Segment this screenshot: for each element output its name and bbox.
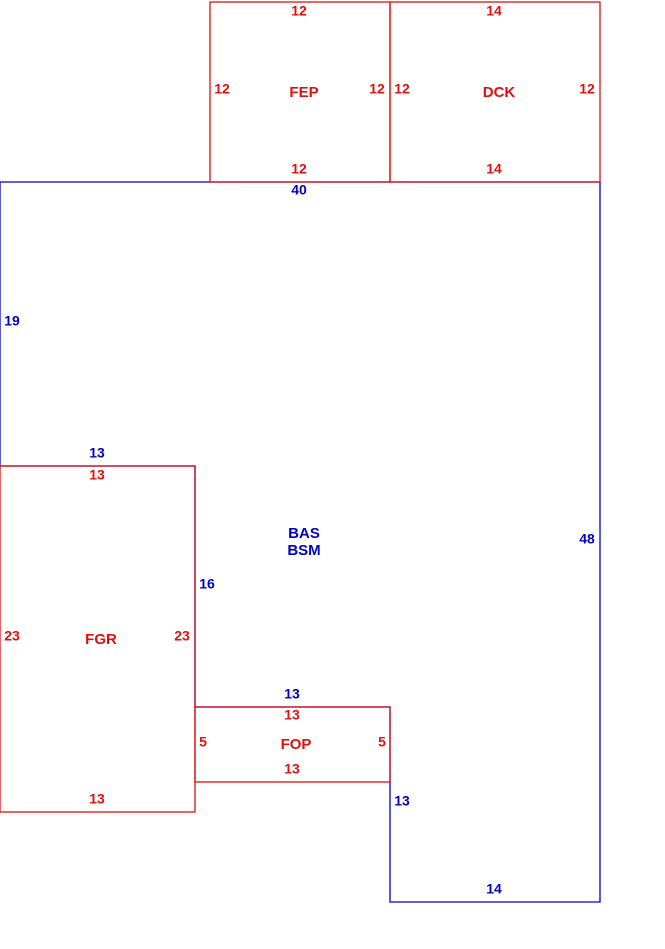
bas-fgr-right-dimension: 16 <box>199 576 215 592</box>
fop-outline <box>194 706 391 783</box>
fgr-outline <box>0 465 196 813</box>
dck-outline <box>389 1 601 183</box>
bas-top-dimension: 40 <box>291 182 307 198</box>
fep-left-dimension: 12 <box>214 81 230 97</box>
bas-fop-top-dimension: 13 <box>284 686 300 702</box>
fop-top-dimension: 13 <box>284 707 300 723</box>
dck-left-dimension: 12 <box>394 81 410 97</box>
bas-right-dimension: 48 <box>579 531 595 547</box>
fop-left-dimension: 5 <box>199 734 207 750</box>
fep-area-label: FEP <box>289 84 318 101</box>
fgr-left-dimension: 23 <box>4 628 20 644</box>
fop-right-dimension: 5 <box>378 734 386 750</box>
bas-area-label: BAS <box>288 525 320 542</box>
bsm-area-label: BSM <box>287 542 320 559</box>
dck-area-label: DCK <box>483 84 516 101</box>
fgr-bottom-dimension: 13 <box>89 791 105 807</box>
fep-bottom-dimension: 12 <box>291 161 307 177</box>
dck-top-dimension: 14 <box>486 3 502 19</box>
bas-fgr-top-dimension: 13 <box>89 445 105 461</box>
fgr-right-dimension: 23 <box>174 628 190 644</box>
dck-right-dimension: 12 <box>579 81 595 97</box>
fgr-top-dimension: 13 <box>89 467 105 483</box>
bas-left-dimension: 19 <box>4 313 20 329</box>
fop-area-label: FOP <box>281 736 312 753</box>
fop-bottom-dimension: 13 <box>284 761 300 777</box>
dck-bottom-dimension: 14 <box>486 161 502 177</box>
bas-lower-left-dimension: 13 <box>394 793 410 809</box>
bas-bottom-dimension: 14 <box>486 881 502 897</box>
fgr-area-label: FGR <box>85 631 117 648</box>
fep-right-dimension: 12 <box>369 81 385 97</box>
fep-top-dimension: 12 <box>291 3 307 19</box>
